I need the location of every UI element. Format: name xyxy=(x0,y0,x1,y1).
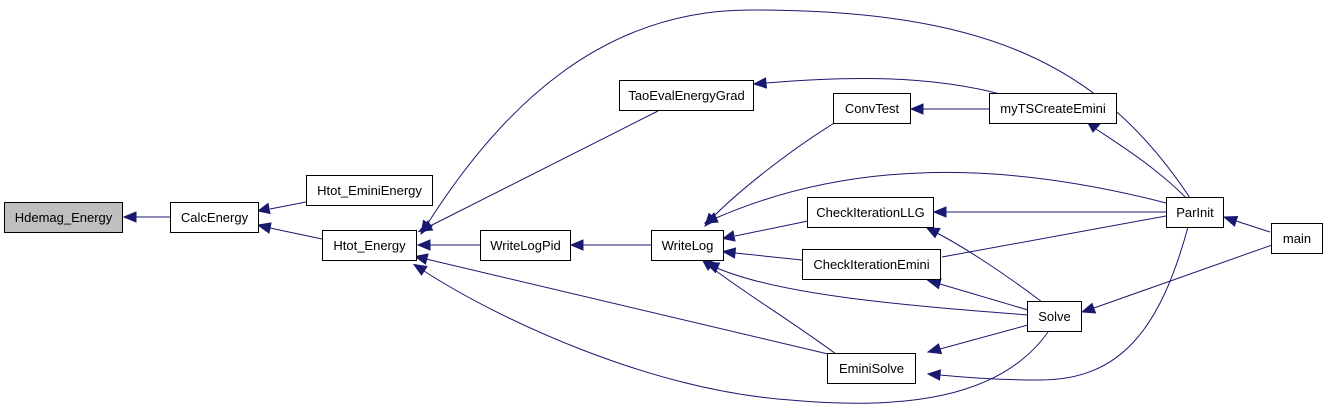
edge-solve-to-checkemini xyxy=(926,278,1029,311)
edge-writelog-to-writelogpid xyxy=(569,239,651,251)
edge-mytscreate-to-tao xyxy=(752,77,1005,96)
node-mytscreateemini-label: myTSCreateEmini xyxy=(1000,101,1106,116)
node-hdemag-energy[interactable]: Hdemag_Energy xyxy=(4,202,123,233)
edge-calcenergy-to-hdemag xyxy=(122,211,170,223)
node-taoevalenergygrad[interactable]: TaoEvalEnergyGrad xyxy=(619,80,754,111)
node-parinit-label: ParInit xyxy=(1176,205,1214,220)
nodes: Hdemag_Energy CalcEnergy Htot_EminiEnerg… xyxy=(4,80,1323,384)
node-writelog-label: WriteLog xyxy=(662,238,714,253)
edge-htot-energy-to-calcenergy xyxy=(256,222,323,240)
node-writelogpid-label: WriteLogPid xyxy=(490,238,561,253)
node-checkiterationllg-label: CheckIterationLLG xyxy=(816,205,924,220)
node-convtest-label: ConvTest xyxy=(845,101,900,116)
edge-solve-to-htot-energy xyxy=(412,263,1049,404)
edge-writelogpid-to-htot-energy xyxy=(416,239,480,251)
node-htot-eminienergy[interactable]: Htot_EminiEnergy xyxy=(306,175,433,206)
edge-htot-emini-to-calcenergy xyxy=(256,201,307,215)
node-convtest[interactable]: ConvTest xyxy=(833,93,911,124)
edge-main-to-solve xyxy=(1080,244,1273,314)
node-mytscreateemini[interactable]: myTSCreateEmini xyxy=(989,93,1117,124)
node-checkiterationemini[interactable]: CheckIterationEmini xyxy=(802,249,941,280)
edge-checkemini-to-writelog xyxy=(721,247,803,261)
node-eminisolve[interactable]: EminiSolve xyxy=(827,353,916,384)
edge-mytscreate-to-convtest xyxy=(909,103,990,115)
node-main[interactable]: main xyxy=(1271,223,1323,254)
node-htot-eminienergy-label: Htot_EminiEnergy xyxy=(317,183,422,198)
edge-parinit-to-checkemini xyxy=(941,215,1167,258)
edge-solve-to-eminisolve xyxy=(926,324,1029,355)
node-hdemag-energy-label: Hdemag_Energy xyxy=(15,210,113,225)
edge-eminisolve-to-htot-energy xyxy=(413,253,829,355)
edges xyxy=(122,9,1273,404)
node-writelog[interactable]: WriteLog xyxy=(651,230,724,261)
edge-parinit-to-writelog xyxy=(703,171,1167,224)
edge-parinit-to-eminisolve xyxy=(926,226,1189,381)
edge-tao-to-htot-energy xyxy=(417,110,659,233)
node-writelogpid[interactable]: WriteLogPid xyxy=(480,230,571,261)
edge-main-to-parinit xyxy=(1222,215,1271,233)
node-checkiterationemini-label: CheckIterationEmini xyxy=(813,257,929,272)
node-htot-energy-label: Htot_Energy xyxy=(333,238,406,253)
node-taoevalenergygrad-label: TaoEvalEnergyGrad xyxy=(628,88,744,103)
node-calcenergy[interactable]: CalcEnergy xyxy=(170,202,259,233)
node-htot-energy[interactable]: Htot_Energy xyxy=(322,230,417,261)
node-solve-label: Solve xyxy=(1038,309,1071,324)
edge-solve-to-checkllg xyxy=(925,227,1043,303)
node-main-label: main xyxy=(1283,231,1311,246)
edge-checkllg-to-writelog xyxy=(721,220,809,242)
node-checkiterationllg[interactable]: CheckIterationLLG xyxy=(807,197,934,228)
node-solve[interactable]: Solve xyxy=(1027,301,1082,332)
edge-solve-to-writelog xyxy=(704,262,1029,316)
node-eminisolve-label: EminiSolve xyxy=(839,361,904,376)
node-parinit[interactable]: ParInit xyxy=(1166,197,1224,228)
edge-parinit-to-checkllg xyxy=(932,206,1166,218)
node-calcenergy-label: CalcEnergy xyxy=(181,210,249,225)
